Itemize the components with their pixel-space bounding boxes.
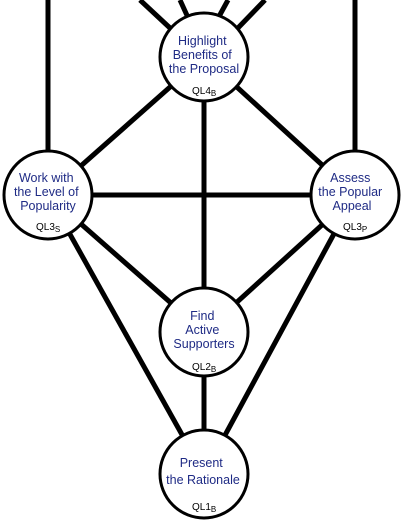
svg-text:Highlight Benefits of: Highlight Benefits of the Proposal <box>169 34 239 76</box>
node-line: Supporters <box>173 337 234 351</box>
node-code-sub: B <box>211 89 216 98</box>
svg-text:QL2B: QL2B <box>192 362 216 374</box>
node-ql3s: Work with the Level of Popularity QL3S <box>2 149 94 241</box>
node-circle <box>2 149 94 241</box>
svg-text:Assess the Popular: Assess the Popular Appeal <box>318 171 385 213</box>
svg-text:Find Active Suppor: Find Active Supporters <box>173 309 234 351</box>
node-circle <box>158 11 250 103</box>
node-line: Find <box>190 309 214 323</box>
edge-ql3p-ql1b <box>201 193 358 476</box>
node-line: Popularity <box>20 199 76 213</box>
node-ql1b: Present the Rationale QL1B <box>158 428 250 520</box>
edge-top-1 <box>138 0 172 30</box>
edge-top-4 <box>234 0 267 32</box>
node-ql2b: Find Active Supporters QL2B <box>158 286 250 378</box>
node-code: QL3 <box>36 222 55 233</box>
node-circle <box>158 428 250 520</box>
svg-text:Work with the Level of: Work with the Level of Popularity <box>14 171 82 213</box>
node-code-sub: S <box>55 225 60 234</box>
node-line: Assess <box>330 171 370 185</box>
node-line: the Level of <box>14 185 79 199</box>
svg-text:QL3S: QL3S <box>36 222 60 234</box>
svg-text:Present the Rationale: Present the Rationale <box>166 456 240 487</box>
node-code: QL2 <box>192 362 211 373</box>
node-line: Present <box>180 456 224 470</box>
node-ql4b: Highlight Benefits of the Proposal QL4B <box>158 11 250 103</box>
node-line: Appeal <box>333 199 372 213</box>
node-code-sub: B <box>211 505 216 514</box>
node-ql3p: Assess the Popular Appeal QL3P <box>309 149 401 241</box>
node-line: Benefits of <box>173 48 233 62</box>
node-code-sub: P <box>362 225 367 234</box>
node-line: the Rationale <box>166 473 240 487</box>
node-line: Work with <box>19 171 74 185</box>
node-line: Highlight <box>178 34 227 48</box>
node-line: Active <box>185 323 219 337</box>
node-line: the Popular <box>318 185 382 199</box>
edge-ql3s-ql1b <box>45 193 207 476</box>
node-code-sub: B <box>211 365 216 374</box>
node-code: QL3 <box>343 222 362 233</box>
node-circle <box>158 286 250 378</box>
svg-text:QL1B: QL1B <box>192 502 216 514</box>
node-code: QL4 <box>192 86 211 97</box>
node-circle <box>309 149 401 241</box>
svg-text:QL4B: QL4B <box>192 86 216 98</box>
node-line: the Proposal <box>169 62 239 76</box>
node-code: QL1 <box>192 502 211 513</box>
svg-text:QL3P: QL3P <box>343 222 367 234</box>
